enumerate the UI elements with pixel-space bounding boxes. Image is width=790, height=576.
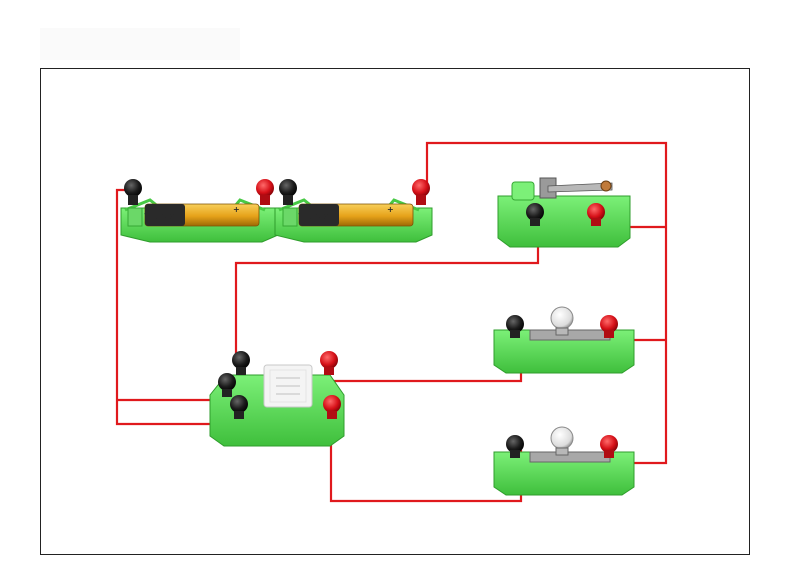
blurred-header	[40, 28, 240, 60]
battery-left-pos-terminal	[256, 179, 274, 197]
battery-left-neg-terminal	[124, 179, 142, 197]
relay-module	[209, 351, 345, 447]
relay-terminal-1	[232, 351, 250, 369]
lamp-bulb-lower	[550, 426, 574, 450]
knife-switch	[497, 177, 631, 248]
wire-relay-to-lamp-upper	[330, 334, 523, 383]
battery-left-plus: +	[233, 205, 240, 214]
diagram-frame	[40, 68, 750, 555]
lamp-holder-upper	[493, 306, 635, 374]
lamp-holder-lower	[493, 426, 635, 496]
relay-terminal-5	[323, 395, 341, 413]
battery-left-label: LVCELL	[144, 210, 180, 220]
lamp-upper-neg-terminal	[506, 315, 524, 333]
relay-terminal-4	[320, 351, 338, 369]
battery-right-label: LVCELL	[298, 210, 334, 220]
wire-battery-pos-loop	[425, 141, 668, 465]
lamp-lower-pos-terminal	[600, 435, 618, 453]
switch-pos-terminal	[587, 203, 605, 221]
battery-right-pos-terminal	[412, 179, 430, 197]
lamp-upper-pos-terminal	[600, 315, 618, 333]
battery-holder-right: LVCELL +	[274, 179, 433, 243]
switch-neg-terminal	[526, 203, 544, 221]
battery-right-plus: +	[387, 205, 394, 214]
battery-holder-left: LVCELL +	[120, 179, 279, 243]
switch-blade	[547, 182, 613, 193]
lamp-lower-neg-terminal	[506, 435, 524, 453]
relay-terminal-2	[218, 373, 236, 391]
wire-relay-to-lamp-lower	[329, 410, 523, 503]
lamp-bulb-upper	[550, 306, 574, 330]
relay-terminal-3	[230, 395, 248, 413]
battery-right-neg-terminal	[279, 179, 297, 197]
